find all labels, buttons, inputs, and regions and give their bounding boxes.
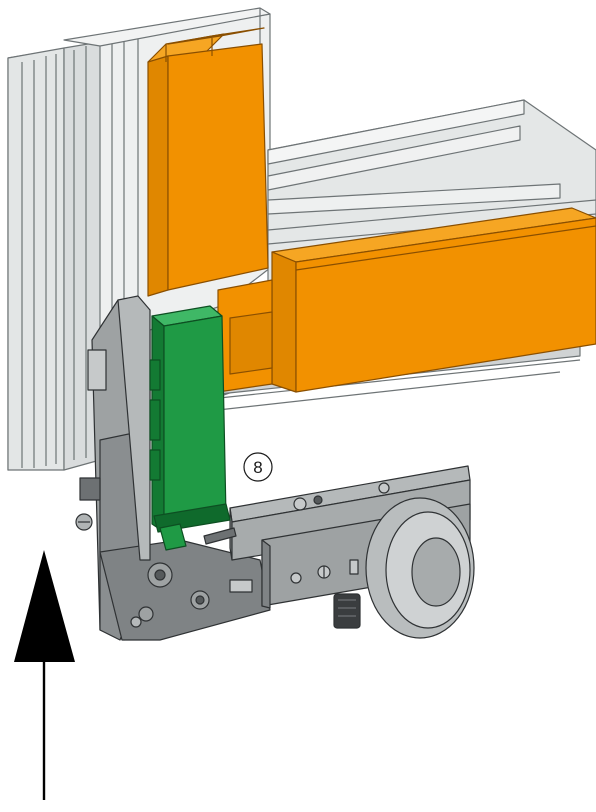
vertical-reinforcement (147, 27, 269, 297)
arrow-up-icon (14, 550, 75, 800)
corner-stay-arm (75, 295, 271, 641)
callout-8-label: 8 (253, 458, 262, 477)
horizontal-reinforcement (217, 207, 596, 393)
stay-arm-block (149, 305, 231, 551)
arrow-head (14, 550, 75, 662)
roller-wheel (365, 497, 475, 639)
callout-8-circle (243, 452, 273, 482)
callout-8: 8 (243, 452, 273, 482)
